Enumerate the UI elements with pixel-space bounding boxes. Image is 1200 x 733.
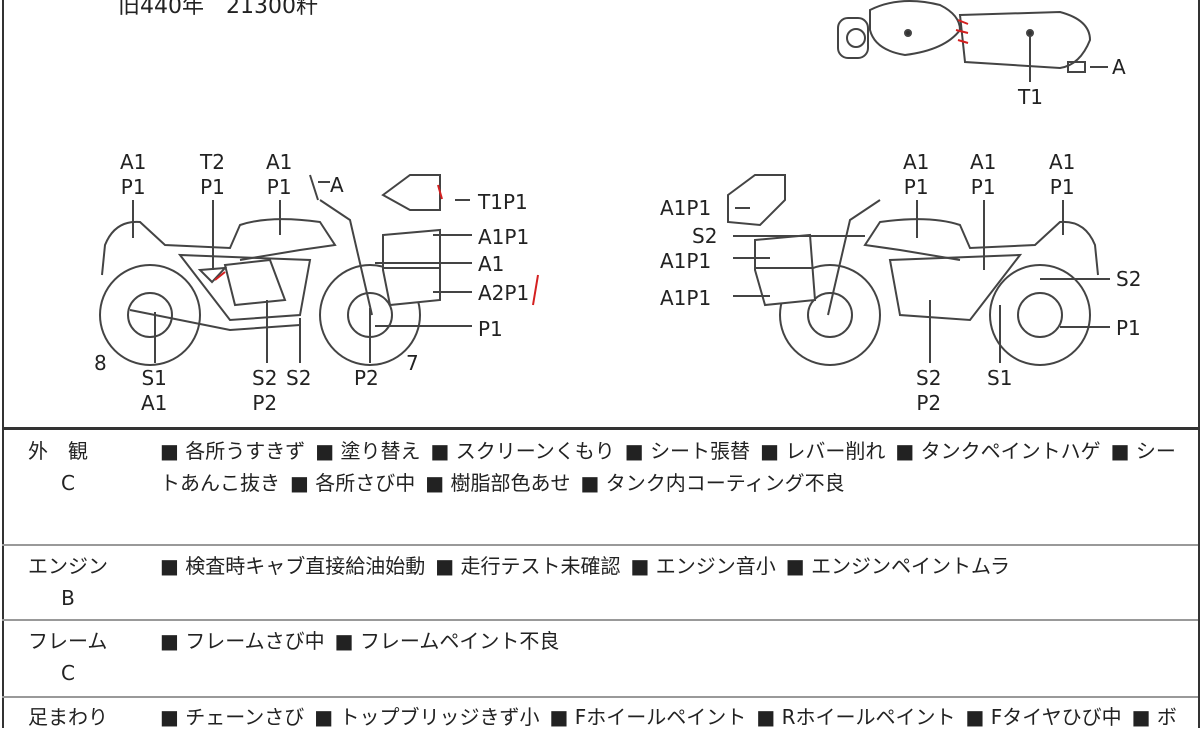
section-items: フレームさび中フレームペイント不良 (160, 625, 1190, 657)
label-right-a1p1-3: A1P1 (660, 286, 712, 310)
section-label: フレーム (28, 629, 108, 653)
item: 各所さび中 (290, 471, 415, 495)
label-top-a: A (1112, 55, 1126, 79)
item: タンクペイントハゲ (895, 439, 1100, 463)
right-view-motorcycle (727, 174, 1110, 366)
item: シート張替 (625, 439, 750, 463)
label-left-p2: P2 (354, 366, 379, 390)
label-right-a1p1-1: A1P1 (660, 196, 712, 220)
section-grade: C (61, 471, 75, 495)
section-label: 外 観 (28, 439, 88, 463)
vehicle-info: 旧440年 21300粁 (118, 0, 318, 19)
label-left-t1p1: T1P1 (478, 190, 528, 214)
label-right-s2-1: S2 (692, 224, 718, 248)
label-right-s2-2: S2 (1116, 267, 1142, 291)
label-left-s2: S2 (286, 366, 312, 390)
label-top-t1: T1 (1018, 85, 1043, 109)
item: 検査時キャブ直接給油始動 (160, 554, 425, 578)
label-right-a1p1-2: A1P1 (660, 249, 712, 273)
item: ボ (1132, 705, 1177, 729)
item: エンジン音小 (631, 554, 776, 578)
item: Rホイールペイント (756, 705, 955, 729)
label-left-p1: P1 (478, 317, 503, 341)
section-items: チェーンさびトップブリッジきず小 Fホイールペイント Rホイールペイント Fタイヤひび… (160, 701, 1190, 733)
left-view-motorcycle (99, 174, 539, 366)
item: 樹脂部色あせ (425, 471, 570, 495)
item: チェーンさび (160, 705, 304, 729)
item: タンク内コーティング不良 (581, 471, 845, 495)
item: トップブリッジきず小 (314, 705, 539, 729)
label-left-a1p1: A1P1 (478, 225, 530, 249)
divider (2, 427, 1198, 430)
top-view-motorcycle (837, 0, 1108, 82)
label-right-s1: S1 (987, 366, 1013, 390)
item: スクリーンくもり (431, 439, 615, 463)
item: 各所うすきず (160, 439, 305, 463)
label-left-8: 8 (94, 351, 107, 375)
item: フレームさび中 (160, 629, 325, 653)
item: 走行テスト未確認 (435, 554, 620, 578)
motorcycle-diagrams (99, 0, 1110, 366)
item: フレームペイント不良 (335, 629, 560, 653)
label-right-p1: P1 (1116, 316, 1141, 340)
item: 塗り替え (315, 439, 420, 463)
section-label: エンジン (28, 554, 108, 578)
label-left-7: 7 (406, 351, 419, 375)
divider (2, 696, 1198, 698)
item: Fタイヤひび中 (965, 705, 1121, 729)
item: レバー削れ (760, 439, 885, 463)
item: Fホイールペイント (550, 705, 747, 729)
divider (2, 544, 1198, 546)
item: エンジンペイントムラ (786, 554, 1010, 578)
section-grade: B (61, 586, 75, 610)
section-items: 検査時キャブ直接給油始動走行テスト未確認エンジン音小エンジンペイントムラ (160, 550, 1190, 582)
section-label: 足まわり (28, 705, 108, 729)
divider (2, 619, 1198, 621)
section-items: 各所うすきず塗り替えスクリーンくもりシート張替レバー削れタンクペイントハゲシート… (160, 435, 1190, 499)
label-left-a: A (330, 173, 344, 197)
label-left-a1: A1 (478, 252, 505, 276)
section-grade: C (61, 661, 75, 685)
label-left-a2p1: A2P1 (478, 281, 530, 305)
